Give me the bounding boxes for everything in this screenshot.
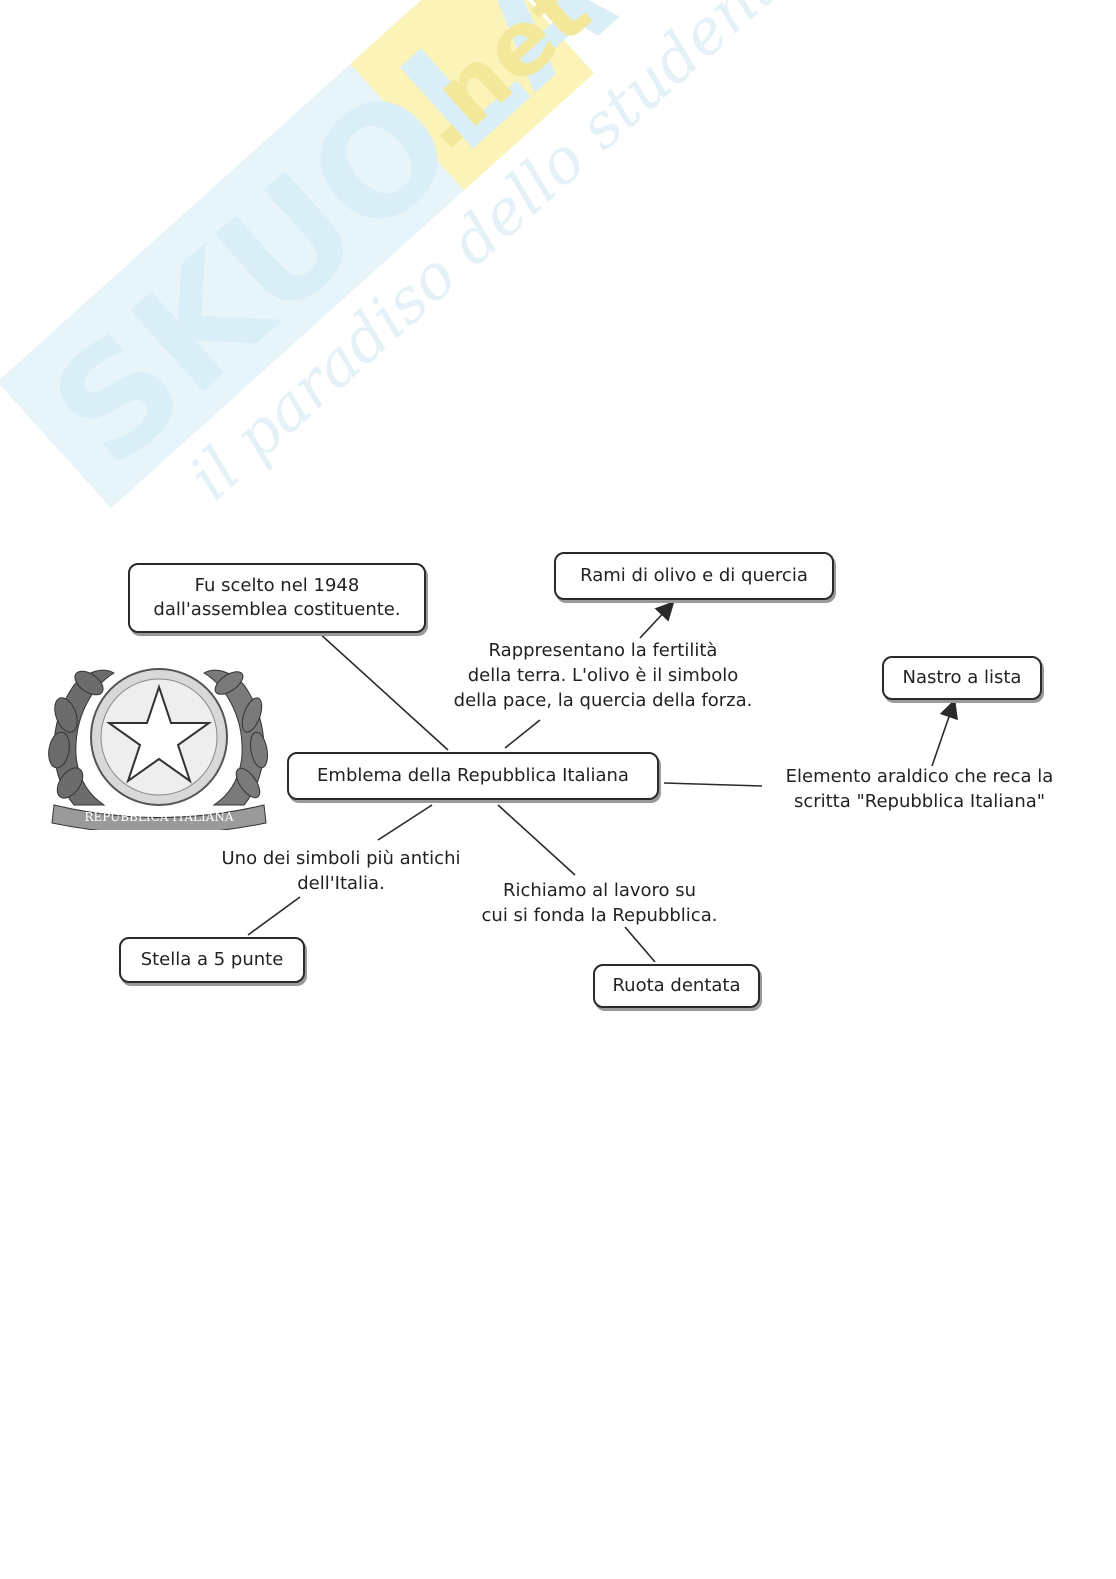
link-label-branches: Rappresentano la fertilità della terra. … (453, 640, 753, 711)
link-label-ribbon: Elemento araldico che reca la scritta "R… (785, 766, 1054, 812)
node-wheel: Ruota dentata (593, 964, 760, 1008)
node-center: Emblema della Repubblica Italiana (287, 752, 659, 800)
node-ribbon: Nastro a lista (882, 656, 1042, 700)
star-icon (105, 683, 213, 784)
node-origin: Fu scelto nel 1948 dall'assemblea costit… (128, 563, 426, 633)
connector-center-ribbon (663, 782, 763, 787)
connector-center-wheel (497, 804, 576, 876)
emblem-illustration: REPUBBLICA ITALIANA (48, 668, 268, 830)
connector-origin (317, 631, 449, 751)
node-star: Stella a 5 punte (119, 937, 305, 983)
connector-star (247, 896, 301, 936)
emblem-ribbon: REPUBBLICA ITALIANA (51, 804, 267, 830)
link-label-wheel: Richiamo al lavoro su cui si fonda la Re… (481, 880, 718, 926)
connector-center-branches (504, 719, 541, 749)
olive-branch-icon (203, 669, 268, 806)
node-branches: Rami di olivo e di quercia (554, 552, 834, 600)
link-label-star: Uno dei simboli più antichi dell'Italia. (221, 848, 461, 894)
connector-center-star (377, 804, 433, 841)
connector-wheel (624, 926, 656, 963)
arrow-to-branches (639, 600, 675, 639)
oak-branch-icon (48, 669, 115, 806)
emblem-ribbon-text: REPUBBLICA ITALIANA (84, 810, 233, 824)
arrow-to-ribbon (931, 698, 958, 767)
